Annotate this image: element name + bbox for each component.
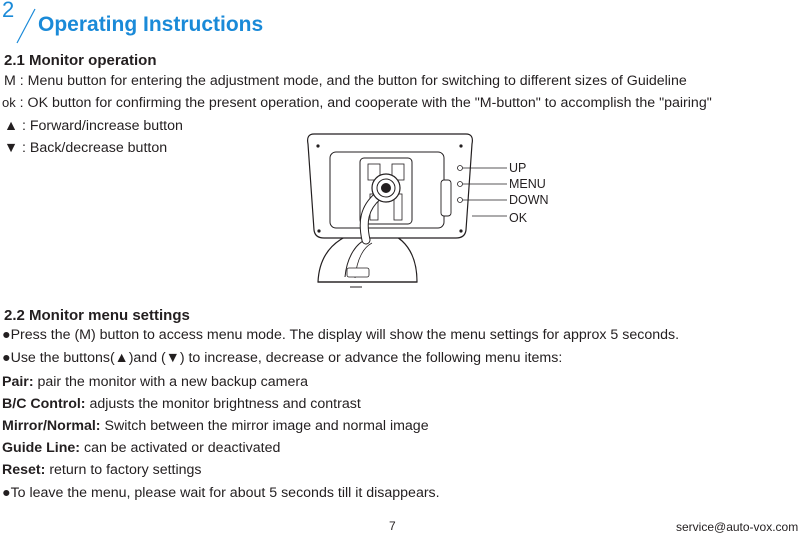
support-email: service@auto-vox.com bbox=[676, 520, 799, 534]
menu-item-reset: Reset: return to factory settings bbox=[2, 462, 202, 478]
menu-item-desc: pair the monitor with a new backup camer… bbox=[33, 374, 308, 390]
button-row-up: ▲ : Forward/increase button bbox=[4, 118, 183, 134]
up-triangle-icon: ▲ bbox=[4, 118, 19, 134]
button-key: M bbox=[4, 73, 16, 89]
menu-item-guide-line: Guide Line: can be activated or deactiva… bbox=[2, 440, 280, 456]
page-title: Operating Instructions bbox=[38, 13, 264, 36]
menu-item-desc: Switch between the mirror image and norm… bbox=[100, 418, 429, 434]
button-description: : Forward/increase button bbox=[18, 118, 183, 134]
label-ok: OK bbox=[509, 211, 528, 225]
menu-item-desc: return to factory settings bbox=[45, 462, 202, 478]
button-description: : Back/decrease button bbox=[18, 140, 168, 156]
down-triangle-icon: ▼ bbox=[4, 140, 19, 156]
section-number: 2 bbox=[2, 0, 15, 22]
label-down: DOWN bbox=[509, 193, 549, 207]
label-menu: MENU bbox=[509, 177, 546, 191]
menu-item-term: Guide Line: bbox=[2, 440, 81, 456]
header-slash-divider bbox=[16, 8, 36, 44]
menu-item-term: Mirror/Normal: bbox=[2, 418, 101, 434]
menu-item-desc: adjusts the monitor brightness and contr… bbox=[85, 396, 361, 412]
bullet-leave-menu: ●To leave the menu, please wait for abou… bbox=[2, 485, 440, 501]
menu-settings-heading: 2.2 Monitor menu settings bbox=[4, 307, 190, 324]
bullet-access-menu: ●Press the (M) button to access menu mod… bbox=[2, 327, 680, 343]
button-row-down: ▼ : Back/decrease button bbox=[4, 140, 167, 156]
menu-item-pair: Pair: pair the monitor with a new backup… bbox=[2, 374, 308, 390]
monitor-operation-heading: 2.1 Monitor operation bbox=[4, 52, 157, 69]
bullet-use-buttons: ●Use the buttons(▲)and (▼) to increase, … bbox=[2, 350, 563, 366]
monitor-illustration bbox=[307, 133, 507, 288]
button-row-ok: ok : OK button for confirming the presen… bbox=[2, 95, 712, 111]
menu-item-bc-control: B/C Control: adjusts the monitor brightn… bbox=[2, 396, 361, 412]
label-up: UP bbox=[509, 161, 527, 175]
menu-item-term: B/C Control: bbox=[2, 396, 86, 412]
menu-item-term: Reset: bbox=[2, 462, 46, 478]
button-row-menu: M : Menu button for entering the adjustm… bbox=[4, 73, 687, 89]
menu-item-desc: can be activated or deactivated bbox=[80, 440, 281, 456]
menu-item-term: Pair: bbox=[2, 374, 34, 390]
button-description: : Menu button for entering the adjustmen… bbox=[15, 73, 687, 89]
page-number: 7 bbox=[389, 519, 396, 533]
button-description: : OK button for confirming the present o… bbox=[15, 95, 712, 111]
button-key: ok bbox=[2, 95, 16, 110]
menu-item-mirror-normal: Mirror/Normal: Switch between the mirror… bbox=[2, 418, 429, 434]
